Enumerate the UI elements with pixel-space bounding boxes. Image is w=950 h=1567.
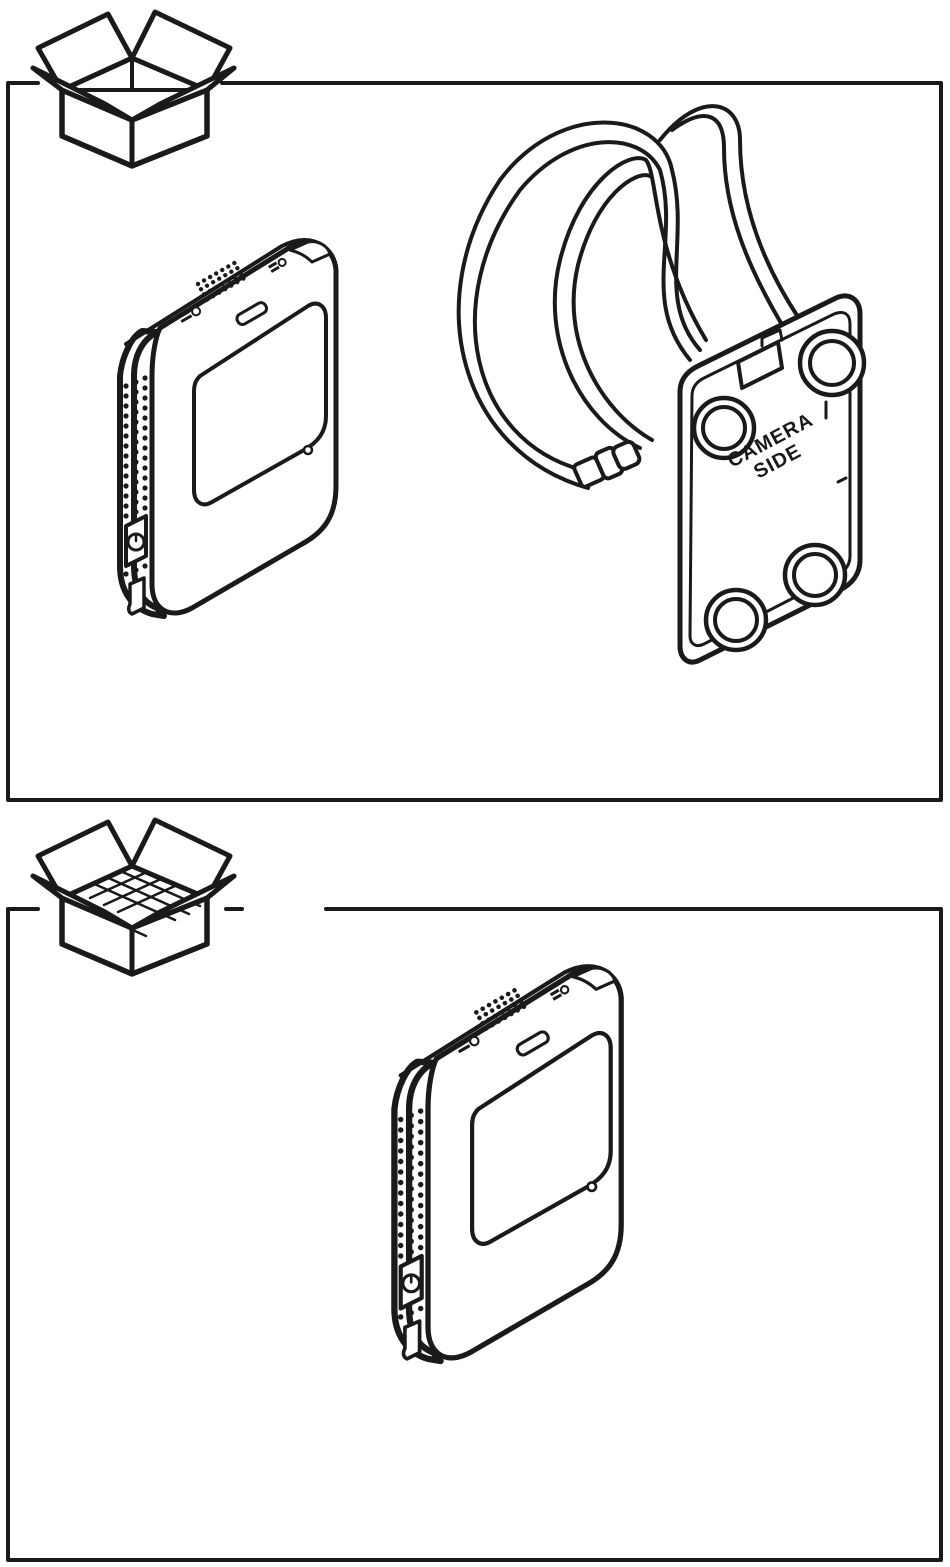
camera-device xyxy=(120,240,336,616)
camera-device xyxy=(394,966,621,1361)
open-box-with-grid-icon xyxy=(33,820,234,974)
panel-1: CAMERA SIDE xyxy=(8,12,941,800)
lanyard-mount: CAMERA SIDE xyxy=(459,106,864,662)
panel-2 xyxy=(8,820,941,1560)
open-box-icon xyxy=(33,12,234,166)
